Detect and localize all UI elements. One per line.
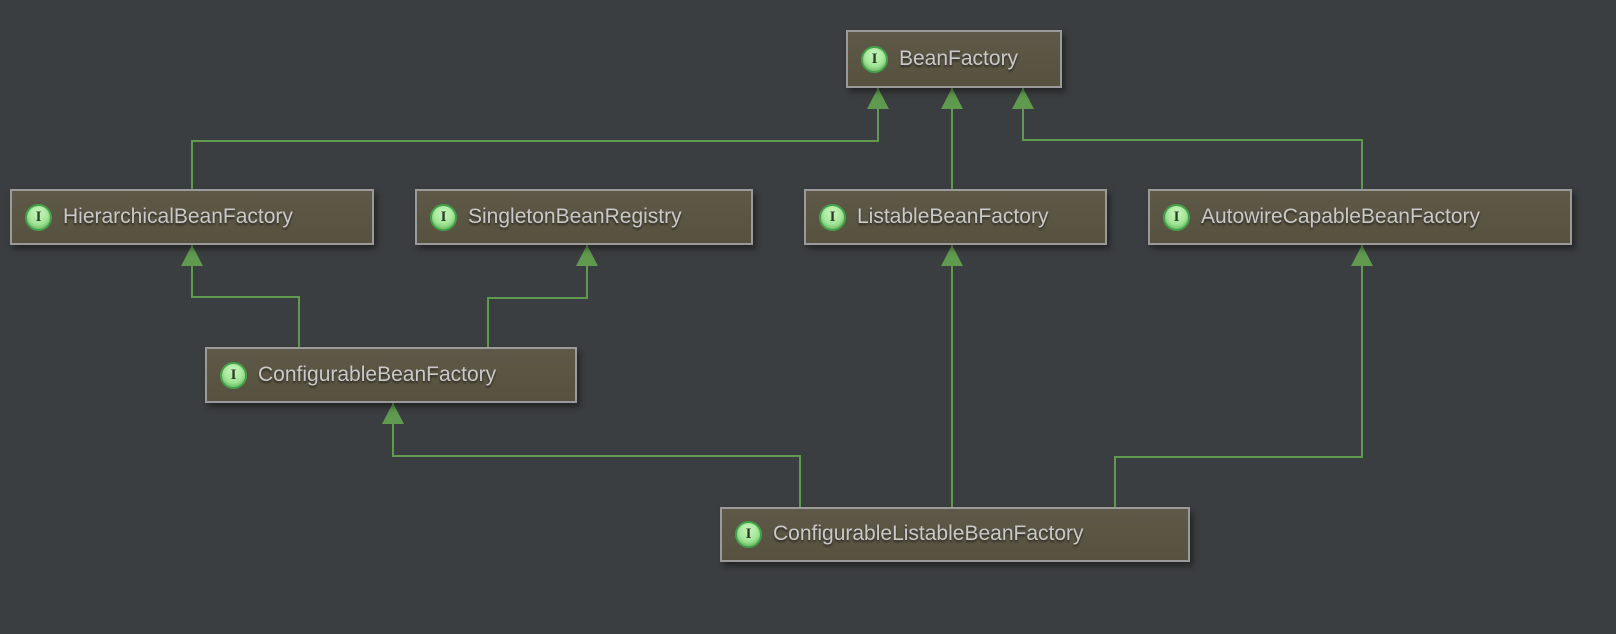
inheritance-edge-ConfigurableBeanFactory-to-SingletonBeanRegistry <box>487 245 588 347</box>
diagram-node-AutowireCapableBeanFactory[interactable]: I AutowireCapableBeanFactory <box>1148 189 1572 245</box>
inheritance-edge-AutowireCapableBeanFactory-to-BeanFactory <box>1022 88 1363 189</box>
interface-icon: I <box>430 203 457 231</box>
interface-icon: I <box>861 45 888 73</box>
arrowhead-icon <box>181 245 203 266</box>
node-label: HierarchicalBeanFactory <box>63 204 293 228</box>
diagram-node-BeanFactory[interactable]: I BeanFactory <box>846 30 1062 88</box>
arrowhead-icon <box>382 403 404 424</box>
inheritance-edge-ConfigurableBeanFactory-to-HierarchicalBeanFactory <box>191 245 300 347</box>
inheritance-edge-ConfigurableListableBeanFactory-to-ConfigurableBeanFactory <box>392 403 801 507</box>
interface-icon: I <box>735 521 762 548</box>
interface-icon: I <box>25 203 52 231</box>
node-label: ConfigurableBeanFactory <box>258 362 497 386</box>
arrowhead-icon <box>576 245 598 266</box>
interface-icon: I <box>819 203 846 231</box>
inheritance-edge-ConfigurableListableBeanFactory-to-AutowireCapableBeanFactory <box>1114 245 1363 507</box>
arrowhead-icon <box>941 245 963 266</box>
node-label: ListableBeanFactory <box>857 204 1049 228</box>
arrowhead-icon <box>1351 245 1373 266</box>
interface-icon: I <box>1163 203 1190 231</box>
node-label: SingletonBeanRegistry <box>468 204 682 228</box>
diagram-node-ConfigurableListableBeanFactory[interactable]: I ConfigurableListableBeanFactory <box>720 507 1190 562</box>
arrowhead-icon <box>1012 88 1034 109</box>
diagram-node-ConfigurableBeanFactory[interactable]: I ConfigurableBeanFactory <box>205 347 577 403</box>
diagram-node-ListableBeanFactory[interactable]: I ListableBeanFactory <box>804 189 1107 245</box>
diagram-node-HierarchicalBeanFactory[interactable]: I HierarchicalBeanFactory <box>10 189 374 245</box>
node-label: AutowireCapableBeanFactory <box>1201 204 1480 228</box>
node-label: ConfigurableListableBeanFactory <box>773 522 1084 545</box>
arrowhead-icon <box>867 88 889 109</box>
arrowhead-icon <box>941 88 963 109</box>
inheritance-edge-HierarchicalBeanFactory-to-BeanFactory <box>191 88 879 189</box>
node-label: BeanFactory <box>899 46 1019 70</box>
diagram-node-SingletonBeanRegistry[interactable]: I SingletonBeanRegistry <box>415 189 753 245</box>
interface-icon: I <box>220 361 247 389</box>
